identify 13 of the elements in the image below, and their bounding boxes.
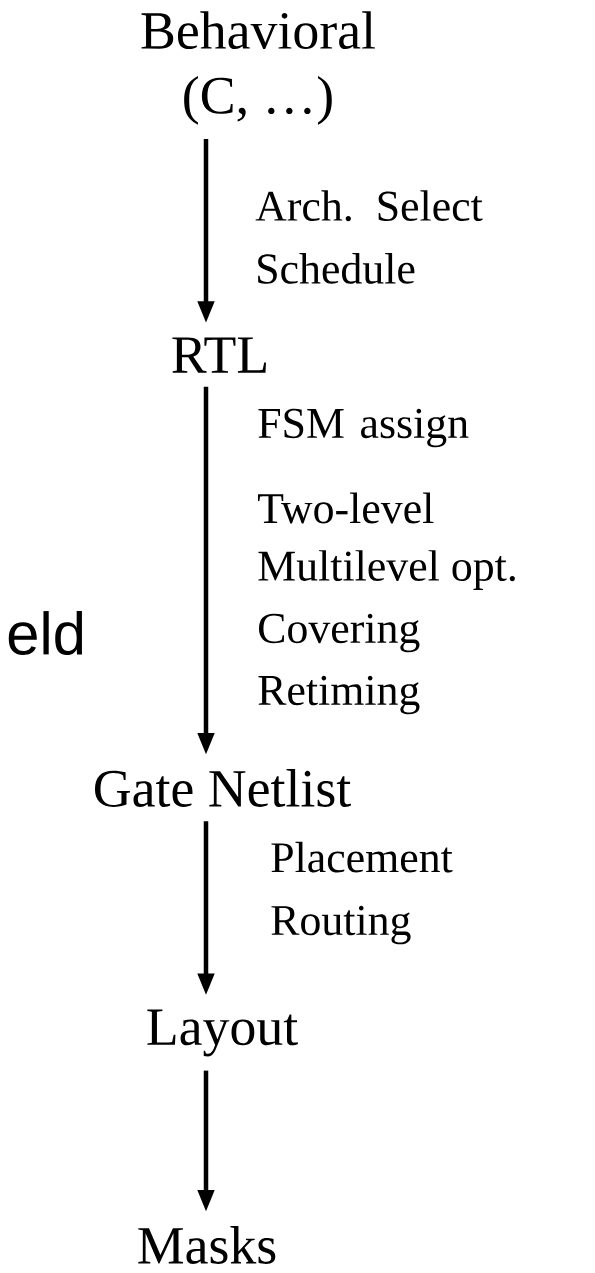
- step-label: Retiming: [258, 675, 420, 715]
- edge-label: Arch. Select Schedule: [255, 190, 483, 284]
- stage-label: Gate Netlist: [94, 769, 351, 807]
- step-label: Multilevel opt.: [258, 550, 515, 590]
- edge-label: Placement Routing: [271, 841, 453, 945]
- step-label: Two-level: [258, 492, 434, 524]
- step-label: eld: [8, 611, 83, 655]
- edge-label: FSM assign: [258, 408, 469, 448]
- stage-label: Masks: [138, 1226, 276, 1264]
- stage-label: Behavioral (C, …): [141, 11, 375, 125]
- stage-label: Layout: [147, 1009, 298, 1057]
- stage-label: RTL: [172, 337, 266, 373]
- step-label: Covering: [259, 613, 420, 653]
